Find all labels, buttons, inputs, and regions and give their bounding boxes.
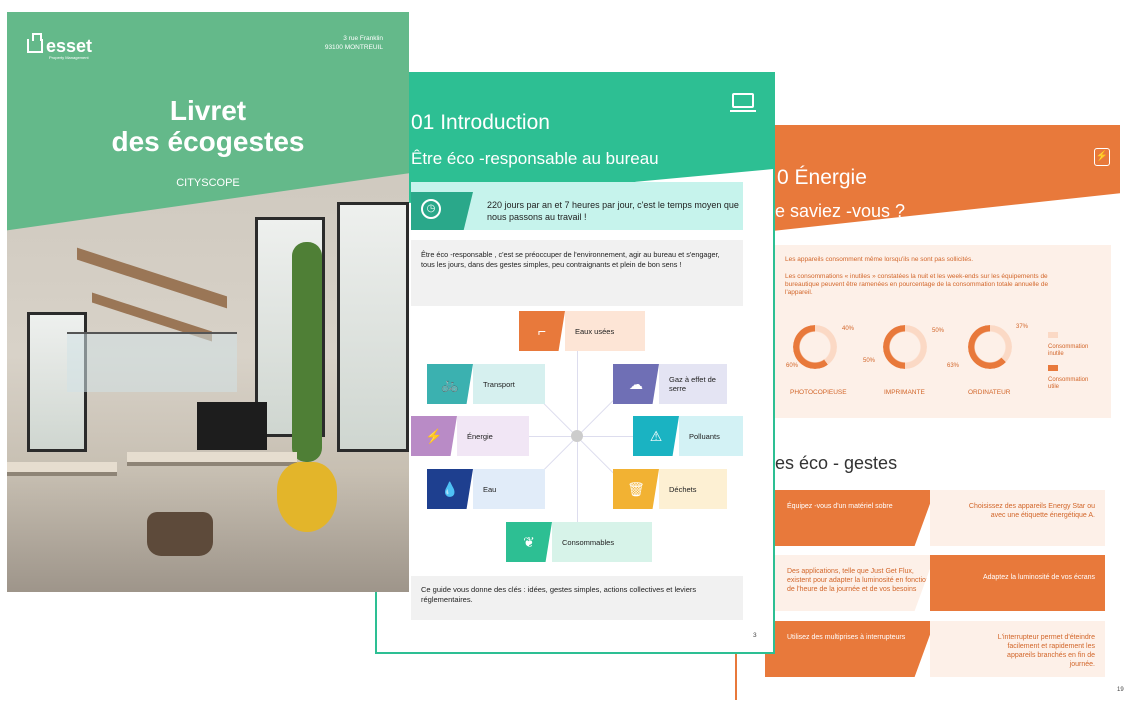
window <box>337 202 409 452</box>
computer-icon <box>730 93 756 112</box>
page-introduction-title: 01 Introduction <box>411 111 550 134</box>
page-energie-subtitle: e saviez -vous ? <box>775 201 906 221</box>
clock-icon: ◷ <box>421 199 441 219</box>
category-eau: 💧 Eau <box>427 469 545 509</box>
wheel-hub <box>571 430 583 442</box>
ecogeste-row-3-detail: L'interrupteur permet d'éteindre facilem… <box>930 621 1105 677</box>
plant-wall <box>292 242 322 462</box>
ecogeste-row-3-action: Utilisez des multiprises à interrupteurs <box>765 621 935 677</box>
ecogeste-row-2-action: Adaptez la luminosité de vos écrans <box>930 555 1105 611</box>
bullet-1: Les appareils consomment même lorsqu'ils… <box>785 256 974 263</box>
category-dechets: 🗑 Déchets <box>613 469 727 509</box>
energy-icon: ⚡ <box>1094 148 1110 166</box>
desk <box>127 452 297 466</box>
intro-paragraph: Être éco -responsable , c'est se préoccu… <box>411 240 743 306</box>
page-energie-title: 0 Énergie <box>777 166 867 189</box>
ecogeste-row-1-action: Équipez -vous d'un matériel sobre <box>765 490 935 546</box>
category-label: Eaux usées <box>565 311 645 351</box>
leaf-icon: ❦ <box>506 522 552 562</box>
donut-imprimante <box>883 325 927 369</box>
office-photo <box>7 162 409 592</box>
address-line-1: 3 rue Franklin <box>343 35 383 42</box>
ecogeste-row-1-detail: Choisissez des appareils Energy Star ou … <box>930 490 1105 546</box>
bullet-2: Les consommations « inutiles » constatée… <box>785 273 1049 296</box>
cover-title-line-2: des écogestes <box>111 126 305 157</box>
legend-swatch-utile <box>1048 365 1058 371</box>
page-cover: esset Property Management 3 rue Franklin… <box>7 12 409 592</box>
clock-badge: ◷ <box>411 192 473 230</box>
warning-icon: ⚠ <box>633 416 679 456</box>
pipe-icon: ⌐ <box>519 311 565 351</box>
cover-title-line-1: Livret <box>169 95 247 126</box>
address-line-2: 93100 MONTREUIL <box>324 44 383 51</box>
logo-tagline: Property Management <box>49 55 89 60</box>
donut-ordinateur <box>968 325 1012 369</box>
donut-label: IMPRIMANTE <box>884 389 925 396</box>
donut-pct: 63% <box>947 363 960 369</box>
yellow-chair <box>277 462 337 532</box>
category-gaz-effet-de-serre: ☁ Gaz à effet de serre <box>613 364 727 404</box>
legend-label: Consommation inutile <box>1048 344 1089 357</box>
donut-pct: 50% <box>863 358 876 364</box>
desk <box>7 462 117 476</box>
page-number: 19 <box>1117 687 1124 693</box>
cloud-icon: ☁ <box>613 364 659 404</box>
donut-pct: 37% <box>1016 324 1029 330</box>
legend-swatch-inutile <box>1048 332 1058 338</box>
energy-icon: ⚡ <box>411 416 457 456</box>
bag <box>147 512 213 556</box>
page-introduction: 01 Introduction Être éco -responsable au… <box>375 72 775 654</box>
donut-pct: 40% <box>842 326 855 332</box>
category-label: Polluants <box>679 416 743 456</box>
drops-icon: 💧 <box>427 469 473 509</box>
page-number: 3 <box>753 632 757 639</box>
category-label: Gaz à effet de serre <box>659 364 727 404</box>
donut-pct: 50% <box>932 328 945 334</box>
bike-icon: 🚲 <box>427 364 473 404</box>
donut-photocopieuse <box>793 325 837 369</box>
trash-icon: 🗑 <box>613 469 659 509</box>
page-energie: ⚡ 0 Énergie e saviez -vous ? Les apparei… <box>735 125 1124 700</box>
cover-address: 3 rue Franklin 93100 MONTREUIL <box>325 34 383 52</box>
category-eaux-usees: ⌐ Eaux usées <box>519 311 645 351</box>
category-polluants: ⚠ Polluants <box>633 416 743 456</box>
ecogeste-row-2-detail: Des applications, telle que Just Get Flu… <box>765 555 935 611</box>
category-consommables: ❦ Consommables <box>506 522 652 562</box>
logo-text: esset <box>46 36 93 56</box>
category-label: Énergie <box>457 416 529 456</box>
guide-summary: Ce guide vous donne des clés : idées, ge… <box>411 576 743 620</box>
callout-text: 220 jours par an et 7 heures par jour, c… <box>487 200 739 222</box>
glass-rail <box>67 332 237 392</box>
section-title: es éco - gestes <box>775 453 898 473</box>
donut-label: ORDINATEUR <box>968 389 1011 396</box>
donut-pct: 60% <box>786 363 799 369</box>
legend-label: Consommation utile <box>1048 377 1089 390</box>
category-label: Eau <box>473 469 545 509</box>
category-label: Consommables <box>552 522 652 562</box>
category-transport: 🚲 Transport <box>427 364 545 404</box>
building-icon <box>27 33 43 53</box>
donut-label: PHOTOCOPIEUSE <box>790 389 847 396</box>
category-label: Transport <box>473 364 545 404</box>
category-label: Déchets <box>659 469 727 509</box>
cover-subtitle: CITYSCOPE <box>176 177 240 189</box>
monitor <box>197 402 267 450</box>
page-introduction-subtitle: Être éco -responsable au bureau <box>411 149 659 168</box>
category-energie: ⚡ Énergie <box>411 416 529 456</box>
esset-logo: esset Property Management <box>27 33 93 60</box>
cover-title: Livret des écogestes <box>7 95 409 157</box>
